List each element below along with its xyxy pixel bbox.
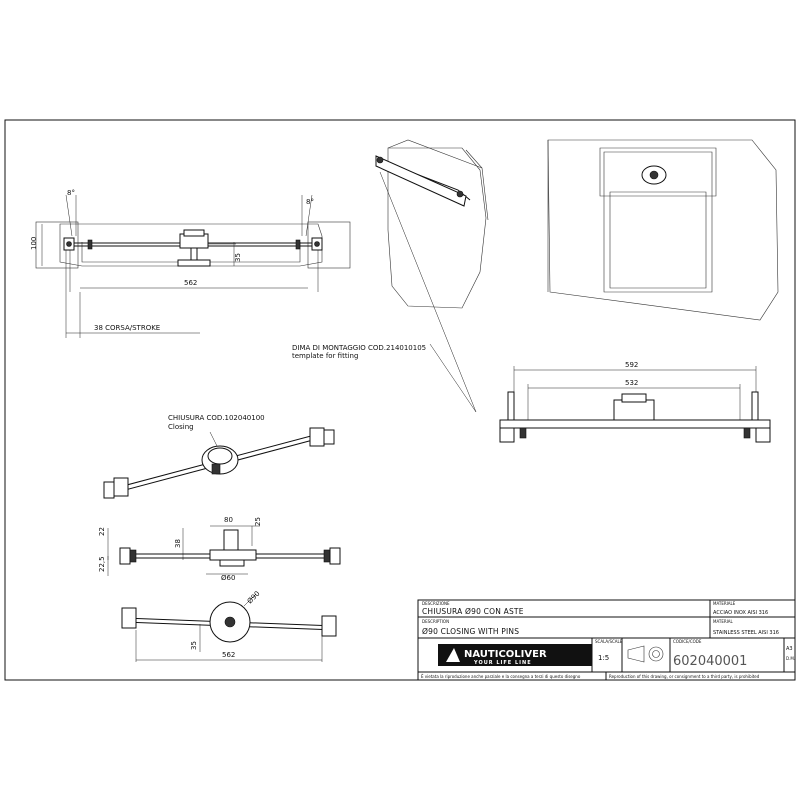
dim-stroke-label: 38 CORSA/STROKE [94,324,160,332]
nauticoliver-logo [438,644,592,666]
material-label-it: MATERIALE [713,601,736,606]
dim-592-label: 592 [625,361,638,369]
dim-100-label: 100 [30,237,38,250]
dim-25-label: 25 [254,517,262,526]
title-block: DESCRIZIONE CHIUSURA Ø90 CON ASTE DESCRI… [417,599,796,681]
isometric-hatch-left [375,139,489,309]
dim-22-label: 22 [98,527,106,536]
material-it: ACCIAO INOX AISI 316 [713,610,768,616]
footer-en: Reproduction of this drawing, or consign… [609,674,760,679]
brand-name: NAUTICOLIVER [464,649,547,660]
dim-562-top-label: 562 [184,279,197,287]
sheet-border [4,119,796,681]
dim-38-label: 38 [174,539,182,548]
closing-plan-view: Ø90 35 562 [121,590,337,662]
dim-22-5-label: 22,5 [98,556,106,572]
template-label-line1: DIMA DI MONTAGGIO COD.214010105 [292,344,426,352]
fitting-template-view: 592 532 [499,361,771,443]
closing-side-view: 80 25 22 38 22,5 Ø60 [98,516,341,582]
dim-35-top-label: 35 [234,253,242,262]
closing-label-line2: Closing [168,423,194,431]
dim-80-label: 80 [224,516,233,524]
code-label: CODICE/CODE [673,639,702,644]
desc-it: CHIUSURA Ø90 CON ASTE [422,607,524,616]
desc-label-en: DESCRIPTION [422,619,449,624]
dim-35-bottom-label: 35 [190,641,198,650]
brand-tagline: YOUR LIFE LINE [473,660,532,666]
isometric-hatch-right [547,139,779,321]
angle-right-label: 8° [306,198,314,206]
desc-en: Ø90 CLOSING WITH PINS [422,627,519,636]
scale-label: SCALA/SCALE [595,639,623,644]
sheet-size: A3 [786,646,793,652]
desc-label-it: DESCRIZIONE [422,601,450,606]
material-label-en: MATERIAL [713,619,734,624]
dim-532-label: 532 [625,379,638,387]
first-angle-projection-symbol [627,645,664,663]
closing-isometric-view [103,427,335,499]
angle-left-label: 8° [67,189,75,197]
dia90-label: Ø90 [246,590,262,606]
unit-label: D.M. [786,656,795,661]
closing-label-line1: CHIUSURA COD.102040100 [168,414,265,422]
scale-value: 1:5 [598,654,609,662]
footer-it: È vietata la riproduzione anche parziale… [421,674,581,679]
top-section-view: 8° 8° 100 35 562 38 CORSA/STROKE [30,189,351,338]
code-value: 602040001 [673,654,747,669]
dim-562-bottom-label: 562 [222,651,235,659]
template-label-line2: template for fitting [292,352,358,360]
dia60-label: Ø60 [221,574,235,582]
material-en: STAINLESS STEEL AISI 316 [713,630,779,636]
